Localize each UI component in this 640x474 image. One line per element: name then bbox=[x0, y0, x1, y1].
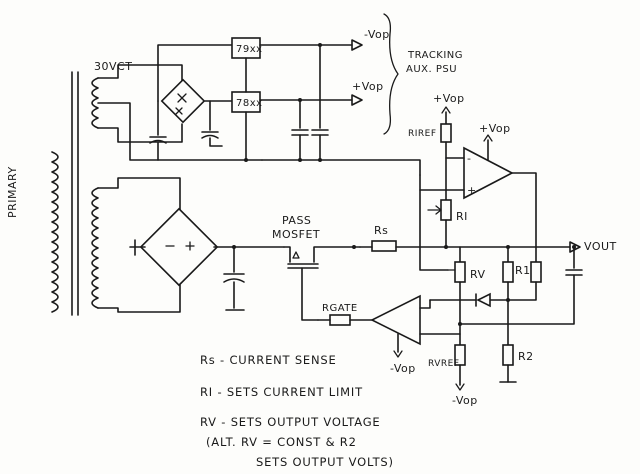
legend-line-3: RV - SETS OUTPUT VOLTAGE bbox=[200, 415, 380, 429]
ri-label: RI bbox=[456, 210, 468, 223]
opamp1-plus: + bbox=[467, 184, 477, 197]
riref-label: RIREF bbox=[408, 129, 437, 139]
rs-label: Rs bbox=[374, 224, 388, 237]
opamp-voltage bbox=[370, 294, 421, 346]
legend: Rs - CURRENT SENSE RI - SETS CURRENT LIM… bbox=[200, 353, 394, 469]
voltage-section bbox=[317, 245, 583, 391]
tracking-label-line2: AUX. PSU bbox=[406, 64, 457, 75]
rvref-label: RVREF bbox=[428, 359, 460, 369]
secondary-winding-main bbox=[91, 187, 99, 309]
tracking-label-line1: TRACKING bbox=[407, 50, 463, 61]
regulator-79xx-label: 79xx bbox=[236, 44, 263, 55]
aux-bridge-rectifier bbox=[160, 78, 206, 124]
rv-label: RV bbox=[470, 268, 486, 281]
resistor-ri bbox=[440, 199, 452, 221]
current-sense bbox=[352, 240, 581, 253]
resistor-rgate bbox=[329, 314, 351, 326]
pass-label-line1: PASS bbox=[282, 214, 311, 227]
vout-label: VOUT bbox=[584, 240, 617, 253]
aux-supply: 79xx 78xx bbox=[97, 13, 421, 176]
legend-line-2: RI - SETS CURRENT LIMIT bbox=[200, 385, 363, 399]
resistor-riref bbox=[440, 123, 452, 143]
current-limit-section: - + bbox=[419, 106, 542, 301]
resistor-r1 bbox=[502, 261, 514, 283]
rgate-label: RGATE bbox=[322, 303, 358, 314]
resistor-r2 bbox=[502, 344, 514, 366]
pass-mosfet bbox=[283, 246, 361, 321]
resistor-output-pullup bbox=[530, 261, 542, 283]
pos-vop-top-label: +Vop bbox=[352, 80, 384, 93]
legend-line-4: (ALT. RV = CONST & R2 bbox=[206, 435, 357, 449]
pass-label-line2: MOSFET bbox=[272, 228, 320, 241]
r1-label: R1 bbox=[515, 264, 531, 277]
primary-label: PRIMARY bbox=[6, 166, 19, 218]
neg-vop-bottom-label: -Vop bbox=[452, 394, 478, 407]
primary-winding bbox=[51, 151, 59, 313]
main-rectifier bbox=[97, 177, 285, 313]
legend-line-1: Rs - CURRENT SENSE bbox=[200, 353, 337, 367]
r2-label: R2 bbox=[518, 350, 534, 363]
resistor-rs bbox=[371, 240, 397, 252]
regulator-78xx-label: 78xx bbox=[236, 98, 263, 109]
transformer-tap-label: 30VCT bbox=[94, 60, 132, 73]
opamp1-minus: - bbox=[467, 152, 471, 165]
neg-vop-opamp-label: -Vop bbox=[390, 362, 416, 375]
secondary-winding-aux bbox=[91, 77, 99, 129]
pos-vop-riref-label: +Vop bbox=[433, 92, 465, 105]
neg-vop-top-label: -Vop bbox=[364, 28, 390, 41]
pos-vop-opamp-label: +Vop bbox=[479, 122, 511, 135]
legend-line-5: SETS OUTPUT VOLTS) bbox=[256, 455, 394, 469]
resistor-rv bbox=[454, 261, 466, 283]
main-bridge-rectifier bbox=[139, 207, 219, 287]
diode bbox=[476, 292, 491, 308]
transformer bbox=[51, 71, 99, 316]
